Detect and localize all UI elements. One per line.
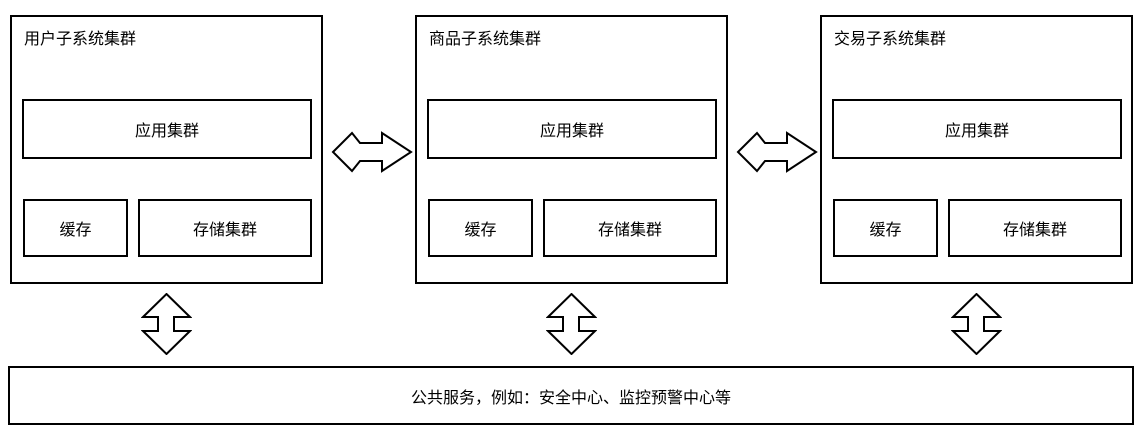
cache-box: 缓存 [428, 199, 533, 257]
shared-services-label: 公共服务，例如：安全中心、监控预警中心等 [410, 389, 731, 407]
storage-cluster-box: 存储集群 [543, 199, 717, 257]
storage-cluster-box: 存储集群 [948, 199, 1122, 257]
cluster-box-trade: 交易子系统集群 应用集群 缓存 存储集群 [820, 15, 1133, 284]
horizontal-double-arrow-icon [331, 131, 413, 173]
app-cluster-box: 应用集群 [832, 99, 1122, 159]
app-cluster-box: 应用集群 [22, 99, 312, 159]
app-cluster-box: 应用集群 [427, 99, 717, 159]
cluster-box-user: 用户子系统集群 应用集群 缓存 存储集群 [10, 15, 323, 284]
storage-cluster-box: 存储集群 [138, 199, 312, 257]
cluster-title: 交易子系统集群 [834, 31, 947, 48]
cache-box: 缓存 [833, 199, 938, 257]
cluster-box-product: 商品子系统集群 应用集群 缓存 存储集群 [415, 15, 728, 284]
cache-box: 缓存 [23, 199, 128, 257]
cluster-title: 用户子系统集群 [24, 31, 137, 48]
horizontal-double-arrow-icon [736, 131, 818, 173]
cluster-title: 商品子系统集群 [429, 31, 542, 48]
shared-services-bar: 公共服务，例如：安全中心、监控预警中心等 [8, 366, 1134, 425]
vertical-double-arrow-icon [546, 293, 597, 355]
vertical-double-arrow-icon [951, 293, 1002, 355]
vertical-double-arrow-icon [141, 293, 192, 355]
